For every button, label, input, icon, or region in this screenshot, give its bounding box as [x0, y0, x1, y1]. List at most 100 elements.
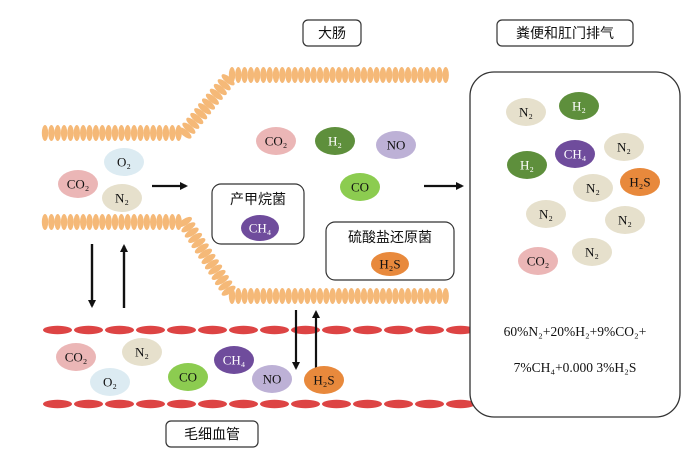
- wall-segment: [398, 288, 405, 304]
- wall-segment: [423, 67, 431, 83]
- wall-segment: [379, 67, 387, 83]
- n2-bubble: N₂: [605, 206, 645, 234]
- wall-segment: [41, 214, 49, 230]
- gas-label: CO₂: [67, 177, 90, 192]
- wall-segment: [217, 79, 231, 91]
- wall-segment: [253, 67, 261, 83]
- h2s-bubble: H₂S: [371, 252, 409, 276]
- wall-segment: [341, 67, 349, 83]
- capillary-segment: [322, 399, 351, 409]
- wall-segment: [130, 125, 138, 141]
- wall-segment: [150, 214, 157, 230]
- wall-segment: [429, 288, 437, 304]
- wall-segment: [354, 288, 361, 304]
- ch4-bubble: CH₄: [214, 346, 254, 374]
- capillary-segment: [136, 399, 165, 409]
- wall-segment: [429, 67, 437, 83]
- wall-segment: [310, 67, 317, 83]
- wall-segment: [266, 67, 273, 83]
- gas-label: CH₄: [249, 221, 272, 236]
- no-bubble: NO: [252, 365, 292, 393]
- gas-label: H₂: [328, 134, 342, 149]
- wall-segment: [162, 214, 170, 230]
- wall-segment: [379, 288, 387, 304]
- wall-segment: [398, 67, 405, 83]
- wall-segment: [247, 288, 255, 304]
- wall-segment: [323, 67, 330, 83]
- wall-segment: [304, 67, 311, 83]
- gas-label: N₂: [115, 191, 129, 206]
- wall-segment: [228, 288, 236, 304]
- wall-segment: [194, 243, 209, 254]
- gas-label: CH₄: [564, 147, 587, 162]
- wall-segment: [235, 67, 242, 83]
- wall-segment: [86, 125, 93, 141]
- wall-segment: [191, 238, 206, 249]
- wall-segment: [143, 214, 150, 230]
- wall-segment: [310, 288, 317, 304]
- gas-label: O₂: [117, 155, 131, 170]
- wall-segment: [260, 67, 267, 83]
- capillary-segment: [446, 399, 475, 409]
- wall-segment: [182, 122, 196, 134]
- wall-segment: [354, 67, 361, 83]
- composition-line-2: 7%CH₄+0.000 3%H₂S: [514, 360, 637, 375]
- wall-segment: [436, 67, 443, 83]
- capillary-segment: [167, 399, 196, 409]
- wall-segment: [335, 67, 343, 83]
- gas-label: CO: [351, 180, 369, 195]
- wall-segment: [201, 253, 216, 265]
- wall-segment: [341, 288, 349, 304]
- wall-segment: [130, 214, 138, 230]
- wall-segment: [41, 125, 49, 141]
- h2-bubble: H₂: [559, 92, 599, 120]
- co-bubble: CO: [168, 363, 208, 391]
- capillary-segment: [415, 399, 444, 409]
- wall-segment: [60, 214, 68, 230]
- wall-segment: [436, 288, 443, 304]
- wall-segment: [73, 214, 81, 230]
- wall-segment: [188, 232, 203, 243]
- capillary-segment: [198, 399, 227, 409]
- n2-bubble: N₂: [572, 238, 612, 266]
- wall-segment: [156, 125, 163, 141]
- wall-segment: [181, 222, 196, 233]
- capillary-label: 毛细血管: [165, 420, 259, 448]
- wall-segment: [285, 67, 292, 83]
- capillary-segment: [43, 325, 72, 335]
- methanogen-box: 产甲烷菌: [211, 183, 305, 245]
- wall-segment: [124, 214, 131, 230]
- gas-label: H₂S: [629, 175, 650, 190]
- wall-segment: [260, 288, 267, 304]
- n2-bubble: N₂: [526, 200, 566, 228]
- wall-segment: [329, 67, 336, 83]
- h2-bubble: H₂: [315, 127, 355, 155]
- gas-label: N₂: [585, 245, 599, 260]
- output-box: 60%N₂+20%H₂+9%CO₂+ 7%CH₄+0.000 3%H₂S: [469, 71, 681, 418]
- svg-text:大肠: 大肠: [318, 26, 346, 42]
- wall-segment: [208, 264, 223, 275]
- capillary-segment: [446, 325, 475, 335]
- wall-segment: [178, 216, 192, 228]
- wall-segment: [48, 125, 55, 141]
- wall-segment: [385, 288, 393, 304]
- wall-segment: [214, 275, 229, 286]
- gas-label: H₂: [572, 99, 586, 114]
- gas-label: N₂: [539, 207, 553, 222]
- wall-segment: [360, 288, 368, 304]
- no-bubble: NO: [376, 131, 416, 159]
- co2-bubble: CO₂: [518, 247, 558, 275]
- svg-text:毛细血管: 毛细血管: [184, 427, 240, 443]
- co2-bubble: CO₂: [56, 343, 96, 371]
- wall-segment: [137, 125, 144, 141]
- wall-segment: [190, 112, 204, 125]
- wall-segment: [48, 214, 55, 230]
- wall-segment: [442, 67, 449, 83]
- wall-segment: [411, 67, 418, 83]
- wall-segment: [156, 214, 163, 230]
- wall-segment: [211, 269, 226, 280]
- h2s-bubble: H₂S: [620, 168, 660, 196]
- wall-segment: [198, 103, 212, 115]
